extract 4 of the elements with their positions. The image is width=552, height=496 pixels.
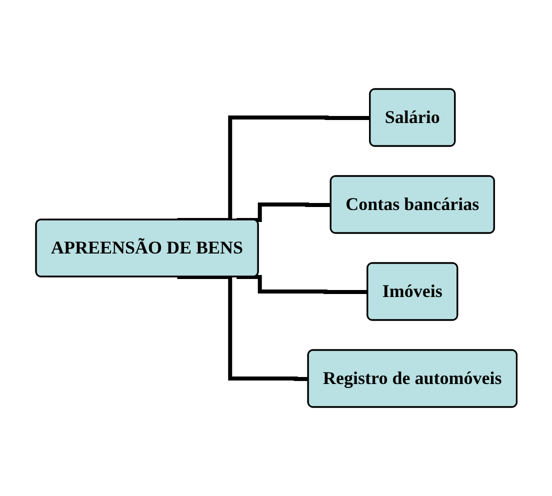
connector	[236, 275, 368, 294]
connector	[176, 116, 370, 222]
connector	[176, 275, 308, 381]
connector	[236, 202, 331, 222]
